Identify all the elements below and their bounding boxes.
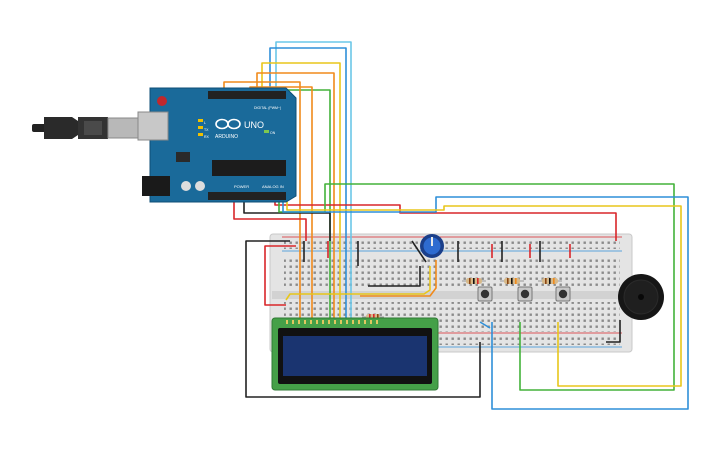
reset-button[interactable]: [157, 96, 167, 106]
push-buttons: [477, 286, 571, 302]
wire-blue-short[interactable]: [479, 321, 491, 329]
wire-yellow-analog[interactable]: [286, 196, 682, 387]
wire-black-long[interactable]: [245, 240, 481, 398]
button-icon[interactable]: [517, 286, 533, 302]
resistor-icon[interactable]: [462, 278, 486, 284]
wire-red-5v[interactable]: [233, 196, 307, 241]
lcd-screen: [283, 336, 427, 376]
wire-yellow-pot[interactable]: [285, 266, 431, 301]
power-label: POWER: [234, 184, 249, 189]
resistors: [362, 278, 562, 320]
wires: [223, 41, 689, 410]
wire-blue-analog[interactable]: [282, 196, 689, 410]
capacitor-1: [181, 181, 191, 191]
digital-label: DIGITAL (PWM~): [254, 106, 281, 110]
voltage-regulator: [176, 152, 190, 162]
wire-orange-pot[interactable]: [360, 260, 437, 297]
l-label: L: [204, 121, 206, 125]
digital-header[interactable]: [208, 91, 286, 99]
tx-label: TX: [204, 128, 209, 132]
lcd-header-pins: [286, 320, 378, 324]
wire-black-pot[interactable]: [368, 266, 421, 287]
resistor-icon[interactable]: [500, 278, 524, 284]
rx-label: RX: [204, 135, 210, 139]
power-jack: [142, 176, 170, 196]
resistor-icon[interactable]: [538, 278, 562, 284]
wire-black-buzzer[interactable]: [606, 320, 621, 343]
wire-black-gnd[interactable]: [243, 196, 331, 241]
arduino-logo-icon: [215, 118, 241, 130]
knob-icon[interactable]: [420, 234, 444, 258]
center-channel: [272, 291, 630, 299]
wire-cyan-1[interactable]: [275, 41, 352, 318]
buzzer-icon[interactable]: [618, 274, 664, 320]
on-label: ON: [270, 131, 276, 135]
button-icon[interactable]: [555, 286, 571, 302]
usb-port: [137, 111, 169, 141]
lcd-icon[interactable]: [271, 317, 439, 391]
top-power-rail: [284, 239, 620, 249]
wire-red-long[interactable]: [264, 245, 296, 306]
microcontroller-icon: [212, 160, 286, 176]
bottom-power-rail: [284, 335, 620, 345]
arduino-uno[interactable]: ARDUINO UNO DIGITAL (PWM~) POWER ANALOG …: [137, 87, 297, 203]
button-icon[interactable]: [477, 286, 493, 302]
model-label: UNO: [244, 120, 264, 130]
analog-label: ANALOG IN: [262, 184, 284, 189]
arduino-logo-text: ARDUINO: [215, 134, 238, 140]
jumper-black-3[interactable]: [411, 240, 427, 263]
power-analog-header[interactable]: [208, 192, 286, 200]
capacitor-2: [195, 181, 205, 191]
wire-red-upper[interactable]: [274, 196, 617, 241]
wire-blue-1[interactable]: [269, 47, 347, 318]
